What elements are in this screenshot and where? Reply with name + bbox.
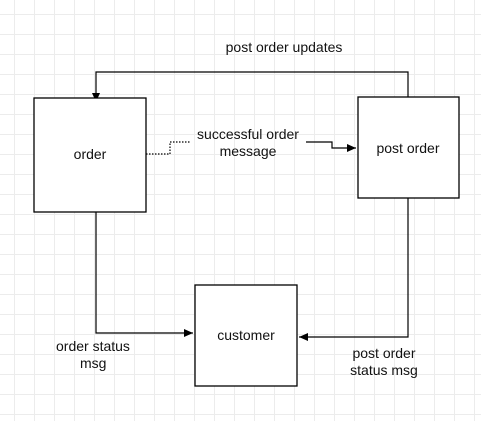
node-post-order-label: post order [376, 140, 439, 156]
edge-label-post-order-status-line1: post order [352, 345, 415, 361]
edge-post-order-status-msg[interactable] [299, 198, 409, 341]
node-customer-label: customer [217, 327, 275, 343]
edge-successful-order-message[interactable] [146, 141, 356, 155]
edge-label-post-order-status-line2: status msg [350, 362, 418, 378]
edge-post-order-updates[interactable] [92, 71, 409, 102]
node-order[interactable]: order [33, 97, 147, 213]
node-customer[interactable]: customer [194, 284, 298, 387]
edge-order-status-msg[interactable] [95, 212, 193, 337]
edge-label-order-status-line2: msg [80, 355, 106, 371]
node-post-order[interactable]: post order [357, 96, 460, 199]
edge-label-order-status-line1: order status [56, 338, 130, 354]
edge-label-successful-order-line2: message [220, 143, 277, 159]
edge-label-post-order-updates: post order updates [226, 39, 343, 55]
edge-label-successful-order-line1: successful order [197, 126, 299, 142]
node-order-label: order [74, 146, 107, 162]
